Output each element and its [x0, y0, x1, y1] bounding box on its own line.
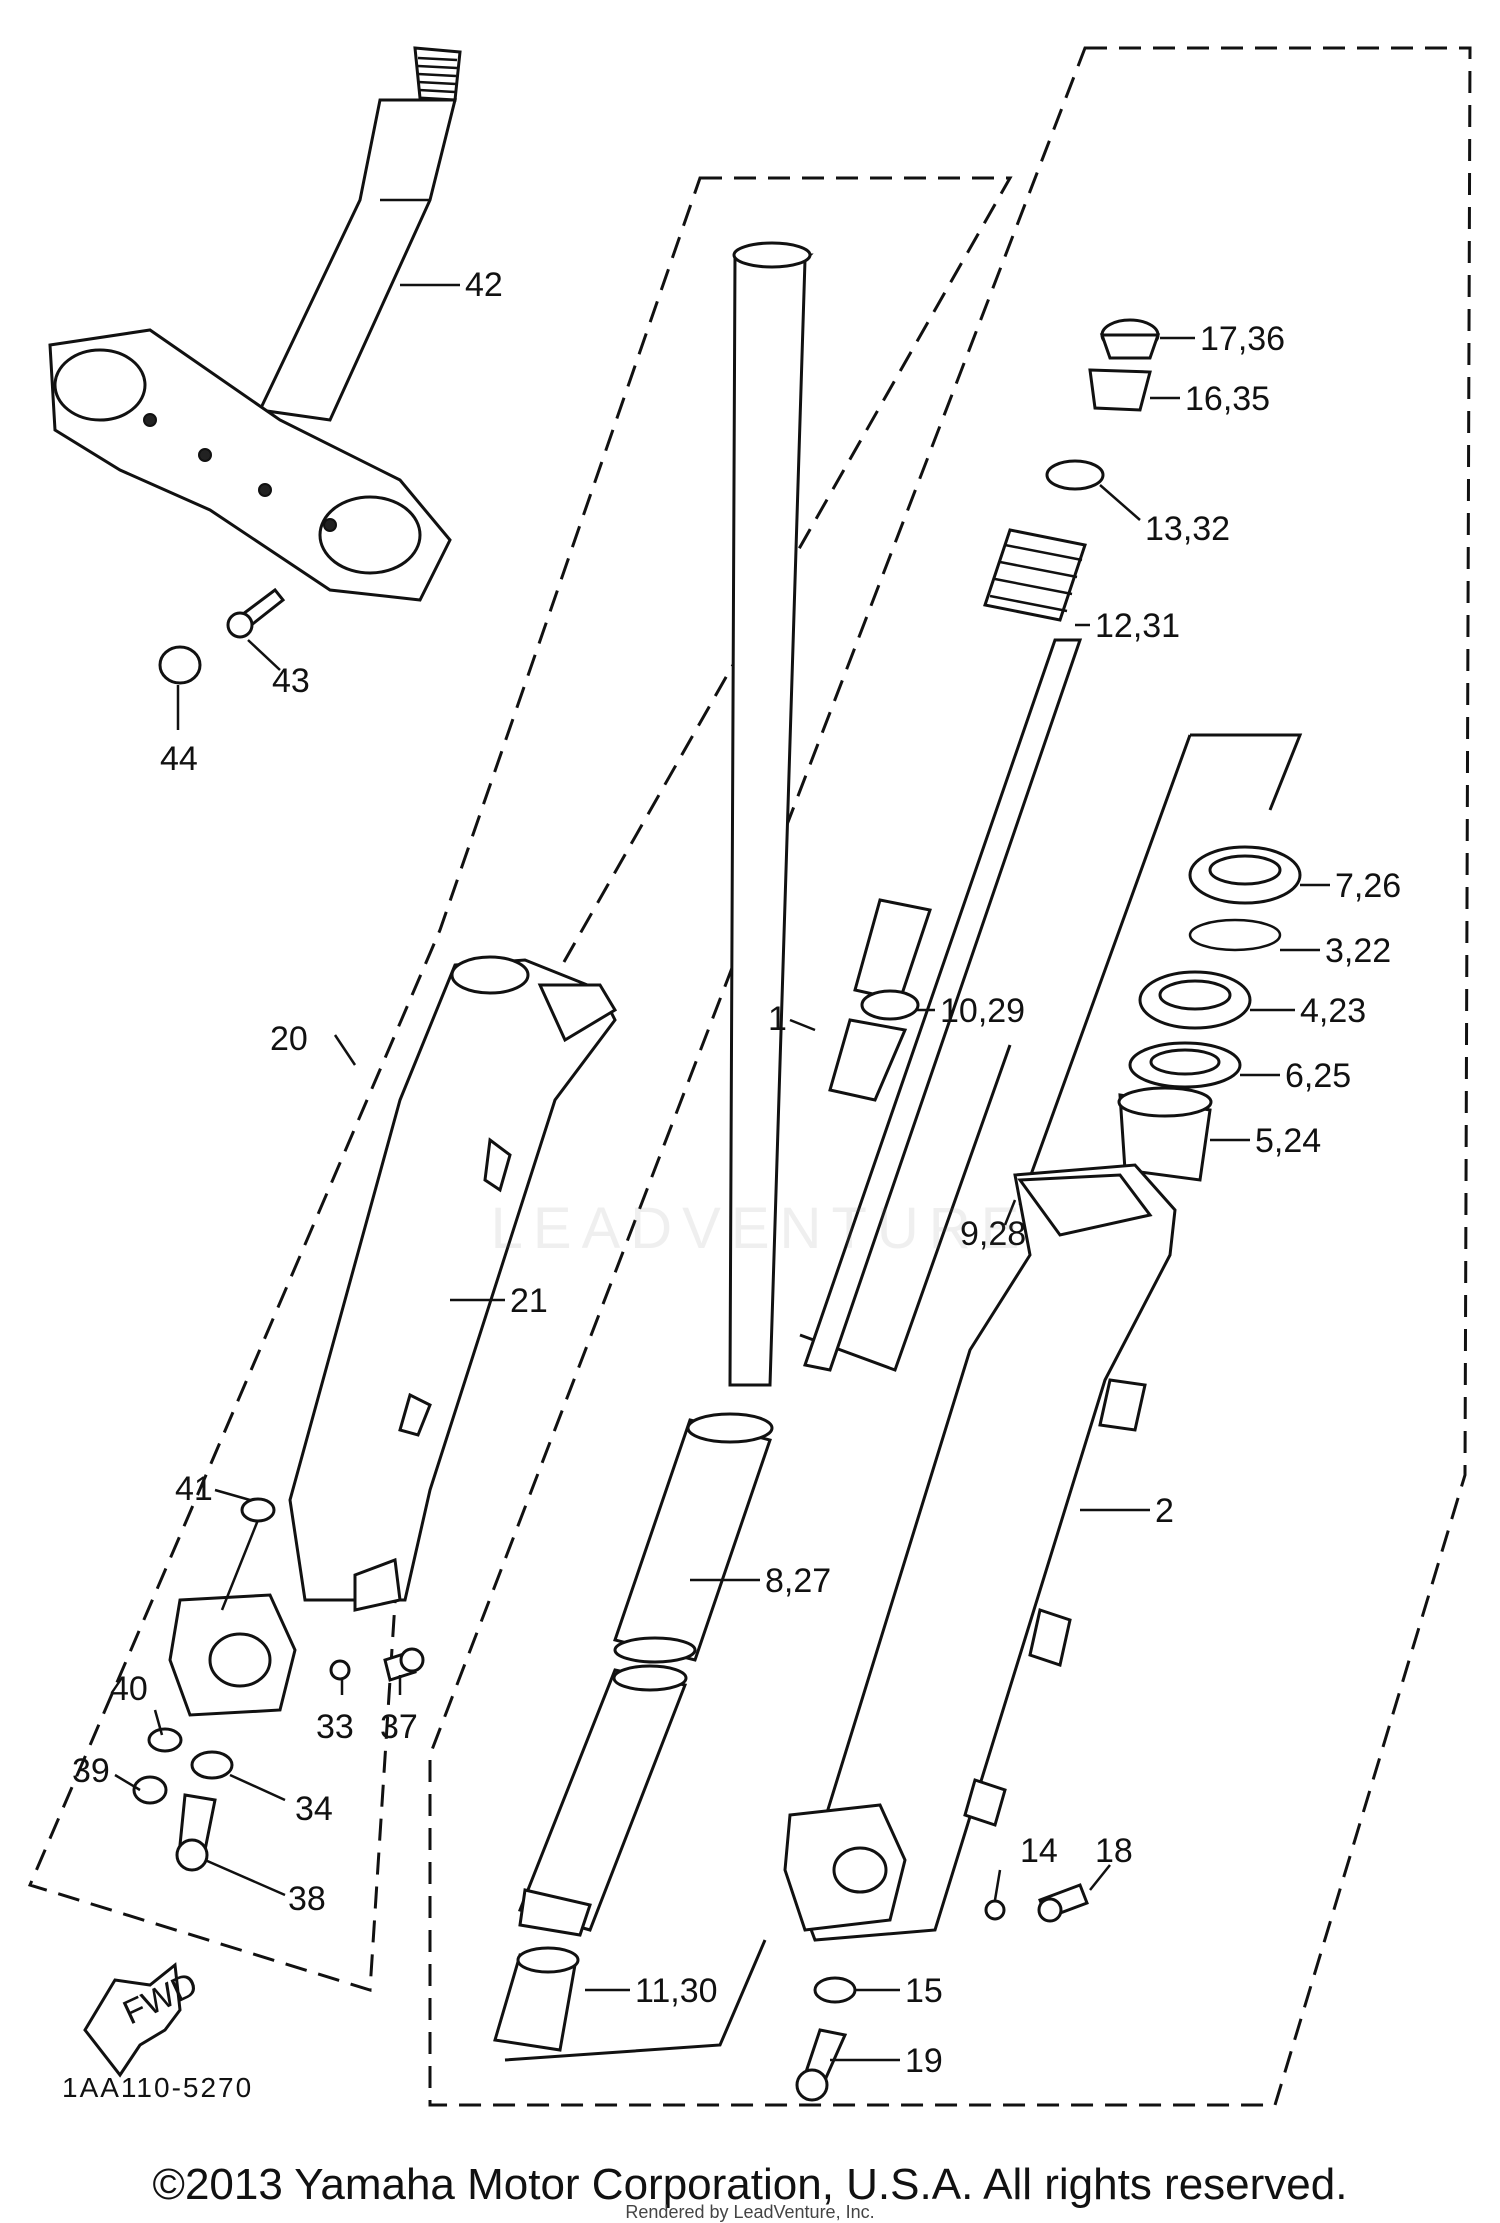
label-2: 2 — [1155, 1492, 1174, 1530]
label-40: 40 — [110, 1670, 148, 1708]
spring-coils-12 — [989, 543, 1083, 613]
ring-10 — [860, 989, 920, 1021]
label-8-27: 8,27 — [765, 1562, 831, 1600]
label-13-32: 13,32 — [1145, 510, 1230, 548]
outline-right-assembly — [428, 46, 1472, 2107]
bolt-37 — [383, 1647, 425, 1682]
clip-3 — [1188, 918, 1282, 952]
label-39: 39 — [72, 1752, 110, 1790]
label-17-36: 17,36 — [1200, 320, 1285, 358]
label-19: 19 — [905, 2042, 943, 2080]
label-4-23: 4,23 — [1300, 992, 1366, 1030]
label-14: 14 — [1020, 1832, 1058, 1870]
label-42: 42 — [465, 266, 503, 304]
damper-cylinder — [517, 1664, 688, 1937]
washer-34 — [190, 1750, 234, 1780]
label-43: 43 — [272, 662, 310, 700]
rebound-spring-12 — [983, 528, 1087, 622]
label-9-28: 9,28 — [960, 1215, 1026, 1253]
damper-rod-9 — [803, 638, 1083, 1372]
cap-bolt-17 — [1099, 318, 1161, 360]
label-33: 33 — [316, 1708, 354, 1746]
label-44: 44 — [160, 740, 198, 778]
copyright-notice: ©2013 Yamaha Motor Corporation, U.S.A. A… — [152, 2160, 1348, 2209]
label-18: 18 — [1095, 1832, 1133, 1870]
bolt-43 — [226, 587, 286, 639]
bolt-38 — [175, 1793, 217, 1872]
oil-seal-4 — [1138, 970, 1252, 1030]
washer-40 — [147, 1727, 183, 1753]
part-labels: 42 43 44 20 21 41 40 39 33 37 34 38 1 8,… — [72, 266, 1401, 2080]
label-11-30: 11,30 — [635, 1972, 718, 2010]
bracket-tube-2 — [1190, 733, 1303, 811]
seat-13 — [1045, 459, 1105, 491]
nut-39 — [132, 1775, 168, 1805]
label-41: 41 — [175, 1470, 213, 1508]
bolt-41 — [220, 1497, 276, 1611]
fork-spring-8 — [613, 1412, 774, 1664]
fork-tube-1 — [728, 241, 814, 1387]
label-12-31: 12,31 — [1095, 607, 1180, 645]
oil-lock-piece-11 — [493, 1946, 580, 2052]
label-1: 1 — [768, 1000, 787, 1038]
label-37: 37 — [380, 1708, 418, 1746]
outer-tube-2 — [783, 1163, 1177, 1942]
dust-seal-7 — [1188, 845, 1302, 905]
leader-lines — [114, 283, 1330, 2062]
bracket-tube-2-lower — [1018, 734, 1192, 1206]
stem-threads — [417, 56, 458, 94]
bolt-19 — [795, 2028, 848, 2102]
rendered-by-notice: Rendered by LeadVenture, Inc. — [625, 2202, 875, 2222]
label-38: 38 — [288, 1880, 326, 1918]
label-7-26: 7,26 — [1335, 867, 1401, 905]
label-10-29: 10,29 — [940, 992, 1025, 1030]
diagram-code: 1AA110-5270 — [62, 2072, 254, 2103]
label-20: 20 — [270, 1020, 308, 1058]
bracket-bushing — [504, 1939, 767, 2062]
steering-stem-42 — [48, 46, 462, 602]
washer-15 — [813, 1976, 857, 2004]
outline-left-assembly — [27, 176, 1013, 1992]
label-6-25: 6,25 — [1285, 1057, 1351, 1095]
washer-33 — [329, 1659, 351, 1681]
slide-metal-5 — [1117, 1086, 1213, 1182]
nut-16 — [1088, 368, 1152, 412]
label-15: 15 — [905, 1972, 943, 2010]
label-3-22: 3,22 — [1325, 932, 1391, 970]
washer-14 — [984, 1899, 1006, 1921]
cap-44 — [158, 645, 202, 685]
watermark-text: LEADVENTURE — [490, 1196, 1030, 1261]
label-21: 21 — [510, 1282, 548, 1320]
fwd-arrow-icon: FWD — [83, 1962, 204, 2078]
label-16-35: 16,35 — [1185, 380, 1270, 418]
bolt-18 — [1037, 1883, 1089, 1923]
label-5-24: 5,24 — [1255, 1122, 1321, 1160]
washer-6 — [1128, 1041, 1242, 1089]
label-34: 34 — [295, 1790, 333, 1828]
outer-tube-21 — [168, 955, 618, 1717]
